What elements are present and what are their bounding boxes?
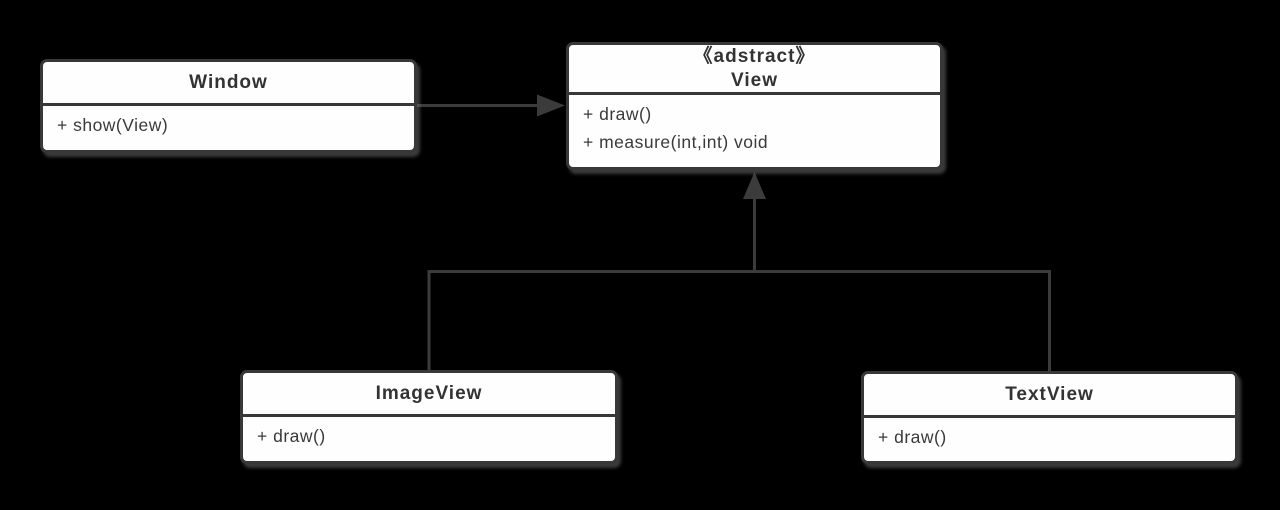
class-name: TextView bbox=[1005, 383, 1094, 405]
class-title-textview: TextView bbox=[864, 374, 1235, 418]
class-methods-view: + draw() + measure(int,int) void bbox=[569, 95, 940, 167]
method-item: + measure(int,int) void bbox=[583, 132, 769, 152]
class-title-imageview: ImageView bbox=[243, 373, 615, 417]
inheritance-arrowhead-icon bbox=[743, 172, 766, 199]
class-name: View bbox=[731, 69, 778, 91]
class-box-textview: TextView + draw() bbox=[861, 371, 1238, 464]
method-item: + draw() bbox=[583, 104, 652, 124]
method-item: + draw() bbox=[257, 426, 326, 446]
class-methods-imageview: + draw() bbox=[243, 417, 615, 461]
method-item: + draw() bbox=[878, 427, 947, 447]
class-title-view: 《adstract》 View bbox=[569, 45, 940, 95]
class-name: Window bbox=[189, 71, 268, 93]
class-name: ImageView bbox=[375, 382, 483, 404]
association-arrowhead-icon bbox=[537, 94, 565, 117]
class-methods-window: + show(View) bbox=[43, 106, 414, 150]
class-box-window: Window + show(View) bbox=[40, 59, 417, 153]
class-stereotype: 《adstract》 bbox=[693, 45, 816, 67]
class-box-view: 《adstract》 View + draw() + measure(int,i… bbox=[566, 42, 943, 170]
class-methods-textview: + draw() bbox=[864, 418, 1235, 461]
method-item: + show(View) bbox=[57, 115, 169, 135]
class-box-imageview: ImageView + draw() bbox=[240, 370, 618, 464]
class-title-window: Window bbox=[43, 62, 414, 106]
